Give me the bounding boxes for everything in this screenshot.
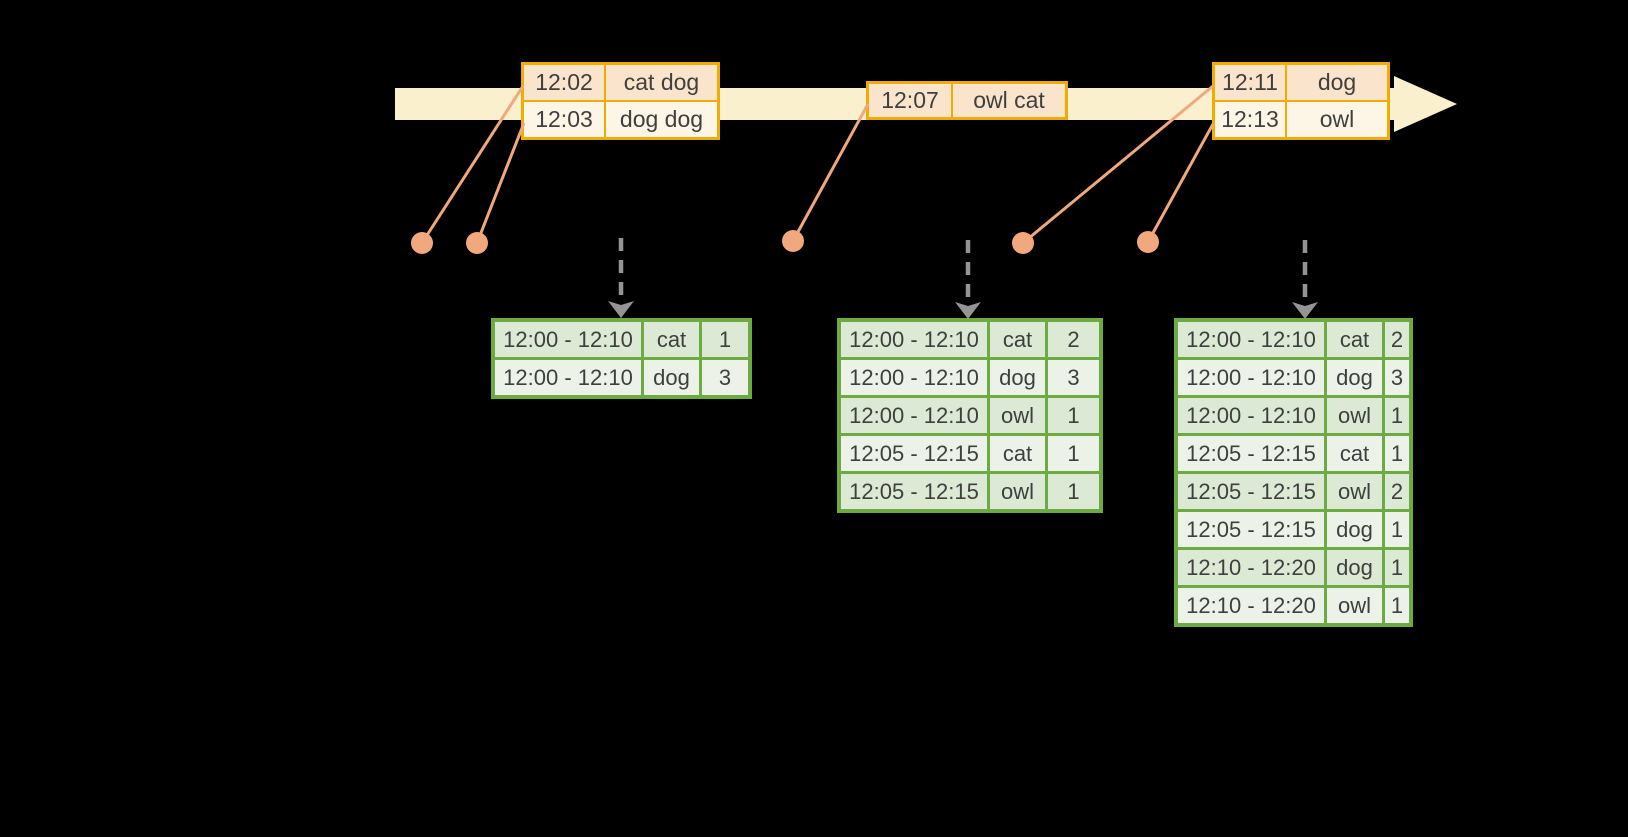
event-dot [1137,231,1159,253]
count-cell: 3 [699,357,752,399]
window-cell: 12:05 - 12:15 [1174,471,1327,512]
word-cell: cat [1324,318,1385,360]
time-cell: 12:07 [866,81,953,120]
word-cell: owl [987,395,1048,436]
count-cell: 2 [1382,471,1413,512]
window-cell: 12:05 - 12:15 [837,471,990,513]
event-dot [466,232,488,254]
count-cell: 3 [1382,357,1413,398]
window-cell: 12:00 - 12:10 [491,357,644,399]
word-cell: cat [641,318,702,360]
word-cell: dog [1324,357,1385,398]
window-cell: 12:10 - 12:20 [1174,585,1327,627]
window-cell: 12:05 - 12:15 [1174,433,1327,474]
window-cell: 12:10 - 12:20 [1174,547,1327,588]
count-cell: 1 [1045,395,1103,436]
trigger-arrow-head [608,301,634,318]
word-cell: dog [1324,547,1385,588]
word-cell: dog [1324,509,1385,550]
time-cell: 12:03 [521,100,606,140]
trigger-arrow-head [955,302,981,319]
words-cell: owl cat [951,81,1068,120]
window-cell: 12:00 - 12:10 [1174,318,1327,360]
word-cell: cat [987,318,1048,360]
event-dot [782,230,804,252]
window-cell: 12:00 - 12:10 [491,318,644,360]
count-cell: 2 [1045,318,1103,360]
word-cell: owl [987,471,1048,513]
count-cell: 1 [1382,547,1413,588]
word-cell: cat [1324,433,1385,474]
window-cell: 12:00 - 12:10 [837,318,990,360]
count-cell: 1 [1382,509,1413,550]
count-cell: 1 [1045,433,1103,474]
count-cell: 1 [1382,585,1413,627]
word-cell: owl [1324,395,1385,436]
connector-line [475,122,526,244]
event-dot [411,232,433,254]
window-cell: 12:00 - 12:10 [837,357,990,398]
window-cell: 12:00 - 12:10 [1174,395,1327,436]
time-cell: 12:02 [521,62,606,102]
window-cell: 12:00 - 12:10 [837,395,990,436]
window-cell: 12:05 - 12:15 [837,433,990,474]
word-cell: owl [1324,585,1385,627]
count-cell: 1 [699,318,752,360]
word-cell: cat [987,433,1048,474]
words-cell: dog dog [604,100,720,140]
trigger-arrow-icon [955,240,981,319]
word-cell: owl [1324,471,1385,512]
word-cell: dog [641,357,702,399]
window-cell: 12:05 - 12:15 [1174,509,1327,550]
timeline-arrowhead-icon [1394,76,1457,132]
time-cell: 12:11 [1212,62,1287,102]
time-cell: 12:13 [1212,100,1287,140]
words-cell: owl [1285,100,1390,140]
words-cell: dog [1285,62,1390,102]
event-dot [1012,232,1034,254]
word-cell: dog [987,357,1048,398]
trigger-arrow-head [1292,302,1318,319]
count-cell: 1 [1382,395,1413,436]
connector-line [1146,123,1215,243]
trigger-arrow-icon [608,238,634,318]
words-cell: cat dog [604,62,720,102]
trigger-arrow-icon [1292,240,1318,319]
window-cell: 12:00 - 12:10 [1174,357,1327,398]
count-cell: 3 [1045,357,1103,398]
count-cell: 1 [1045,471,1103,513]
count-cell: 1 [1382,433,1413,474]
count-cell: 2 [1382,318,1413,360]
connector-line [791,103,870,242]
